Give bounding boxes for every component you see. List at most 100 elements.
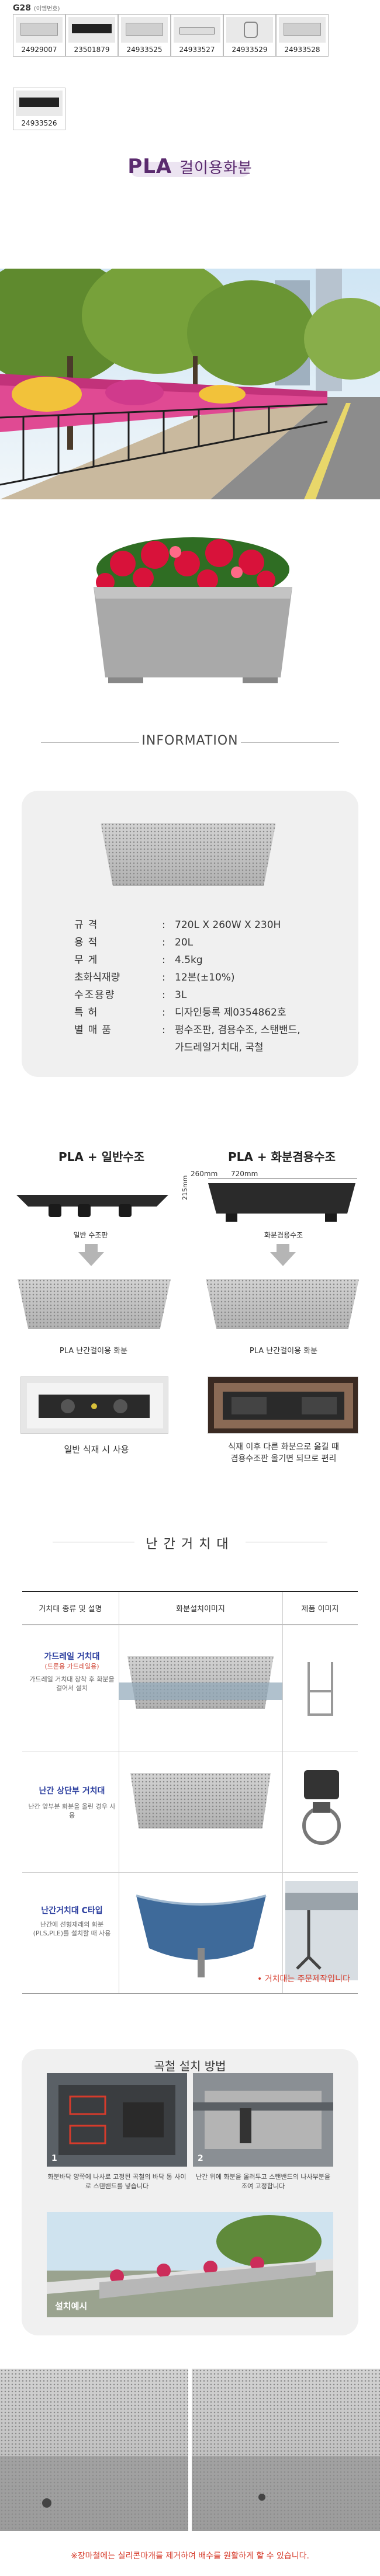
combo-tray-image [208,1183,355,1224]
spec-value: 3L [175,989,187,1001]
clamp-bracket-icon [292,1767,351,1857]
column-header: 제품 이미지 [282,1592,358,1625]
install-heading: 곡철 설치 방법 [154,2059,226,2073]
planter-light-icon [16,17,63,43]
railing-row-desc: 가드레일 거치대 장착 후 화분을 걸어서 설치 [29,1675,115,1692]
planter-dark-icon [16,91,63,116]
spec-row: 초화식재량:12본(±10%) [74,969,235,986]
dim-width: 720mm [231,1170,258,1178]
info-heading: INFORMATION [141,733,239,748]
railing-row-desc: 난간 앞부분 화분을 올린 경우 사용 [28,1803,116,1819]
variant-card[interactable]: 23501879 [65,14,118,57]
spec-key: 별매품 [74,1024,116,1036]
left-part-label: 일반 수조판 [73,1231,108,1239]
variant-card[interactable]: 24933525 [118,14,171,57]
install-step1-photo: 1 [47,2073,187,2167]
right-closeup-photo [208,1376,358,1434]
planter-tray-icon [174,17,220,43]
spec-row: 규격:720L X 260W X 230H [74,916,281,934]
planter-dark-icon [68,17,115,43]
street-scene-illustration [0,269,380,499]
spec-key: 초화식재량 [74,972,120,983]
right-planter-image [206,1279,359,1329]
left-closeup-photo [20,1376,168,1434]
variant-code: 24933528 [284,46,320,54]
series-note: (이엠번호) [33,6,60,12]
spec-row: 특허:디자인등록 제0354862호 [74,1004,286,1021]
variant-code: 24933525 [126,46,163,54]
planter-product-image [101,823,276,886]
spec-value: 4.5kg [175,954,203,966]
footer-note: ※장마철에는 실리콘마개를 제거하여 배수를 원활하게 할 수 있습니다. [71,2551,309,2561]
variant-card[interactable]: 24933529 [223,14,276,57]
planter-bracket-icon [226,17,273,43]
railing-row-sub: (드론용 가드레일용) [44,1663,99,1670]
variant-card[interactable]: 24929007 [13,14,65,57]
railing-note: • 거치대는 주문제작입니다 [257,1974,350,1984]
spec-row: 수조용량:3L [74,986,186,1004]
railing-row-name: 가드레일 거치대 [44,1652,100,1661]
arrow-down-icon [270,1244,296,1266]
railing-row-name: 난간거치대 C타입 [41,1906,103,1916]
right-caption: 식재 이후 다른 화분으로 옮길 때 겸용수조판 올기면 되므로 편리 [210,1441,357,1465]
railing-install-image [130,1773,271,1828]
install-step2-text: 난간 위에 화분을 올려두고 스탠밴드의 나사부분을 조여 고정합니다 [195,2173,330,2190]
divider-right [241,742,339,743]
c-type-bracket-photo [285,1881,358,1980]
dim-height: 215mm [181,1175,189,1200]
spec-key: 규격 [74,919,102,931]
bottom-right-closeup [192,2369,380,2531]
title-latin: PLA [127,155,172,178]
variant-card[interactable]: 24933528 [276,14,329,57]
install-step1-text: 화분바닥 양쪽에 나사로 고정된 곡철의 바닥 통 사이로 스탠밴드를 넣습니다 [47,2173,186,2190]
spec-key: 수조용량 [74,989,116,1001]
planter-flowers-photo [0,529,380,704]
arrow-down-icon [78,1244,104,1266]
install-step2-photo: 2 [193,2073,333,2167]
spec-key: 용적 [74,937,102,948]
right-heading: PLA + 화분겸용수조 [228,1150,336,1164]
guardrail-bar [119,1682,282,1700]
variant-code: 23501879 [74,46,110,54]
spec-value: 12본(±10%) [175,972,235,983]
variant-card[interactable]: 24933526 [13,88,65,130]
right-caption-line2: 겸용수조판 올기면 되므로 편리 [230,1454,337,1463]
spec-row: 무게:4.5kg [74,951,203,969]
spec-value: 가드레일거치대, 국철 [175,1042,264,1054]
railing-table: 거치대 종류 및 설명 화분설치이미지 제품 이미지 가드레일 거치대 (드론용… [22,1591,358,1994]
variant-code: 24933527 [179,46,215,54]
variant-code: 24933529 [232,46,268,54]
spec-key: 특허 [74,1007,102,1018]
dim-depth: 260mm [191,1170,218,1178]
left-planter-image [18,1279,171,1329]
planter-light-icon [279,17,326,43]
railing-install-image [125,1884,278,1983]
left-heading: PLA + 일반수조 [58,1150,145,1164]
variant-code: 24929007 [21,46,57,54]
railing-row-name: 난간 상단부 거치대 [39,1786,105,1796]
right-part-label: 화분겸용수조 [264,1231,303,1239]
hook-bracket-icon [297,1656,344,1729]
railing-heading: 난간거치대 [146,1537,234,1552]
title-highlight [130,162,250,177]
planter-with-flowers-illustration [94,537,292,683]
title-korean: 걸이용화분 [179,159,253,177]
step-number: 1 [51,2154,57,2163]
spec-value: 720L X 260W X 230H [175,919,281,931]
right-caption-line1: 식재 이후 다른 화분으로 옮길 때 [228,1442,339,1452]
column-header: 거치대 종류 및 설명 [22,1592,119,1625]
variant-code: 24933526 [21,119,57,127]
spec-row: 용적:20L [74,934,193,951]
spec-card: 규격:720L X 260W X 230H 용적:20L 무게:4.5kg 초화… [22,791,358,1077]
left-planter-label: PLA 난간걸이용 화분 [59,1347,128,1355]
series-code: G28 [13,4,31,13]
railing-row-desc: 난간에 선형재래의 화분(PLS,PLE)를 설치할 때 사용 [33,1921,111,1937]
spec-value: 디자인등록 제0354862호 [175,1007,286,1018]
planter-light-icon [121,17,168,43]
divider-left [41,742,139,743]
spec-row: 가드레일거치대, 국철 [74,1039,264,1056]
spec-value: 평수조판, 겸용수조, 스탠밴드, [175,1024,300,1036]
variant-card[interactable]: 24933527 [171,14,223,57]
spec-row: 별매품:평수조판, 겸용수조, 스탠밴드, [74,1021,300,1039]
spec-key: 무게 [74,954,102,966]
